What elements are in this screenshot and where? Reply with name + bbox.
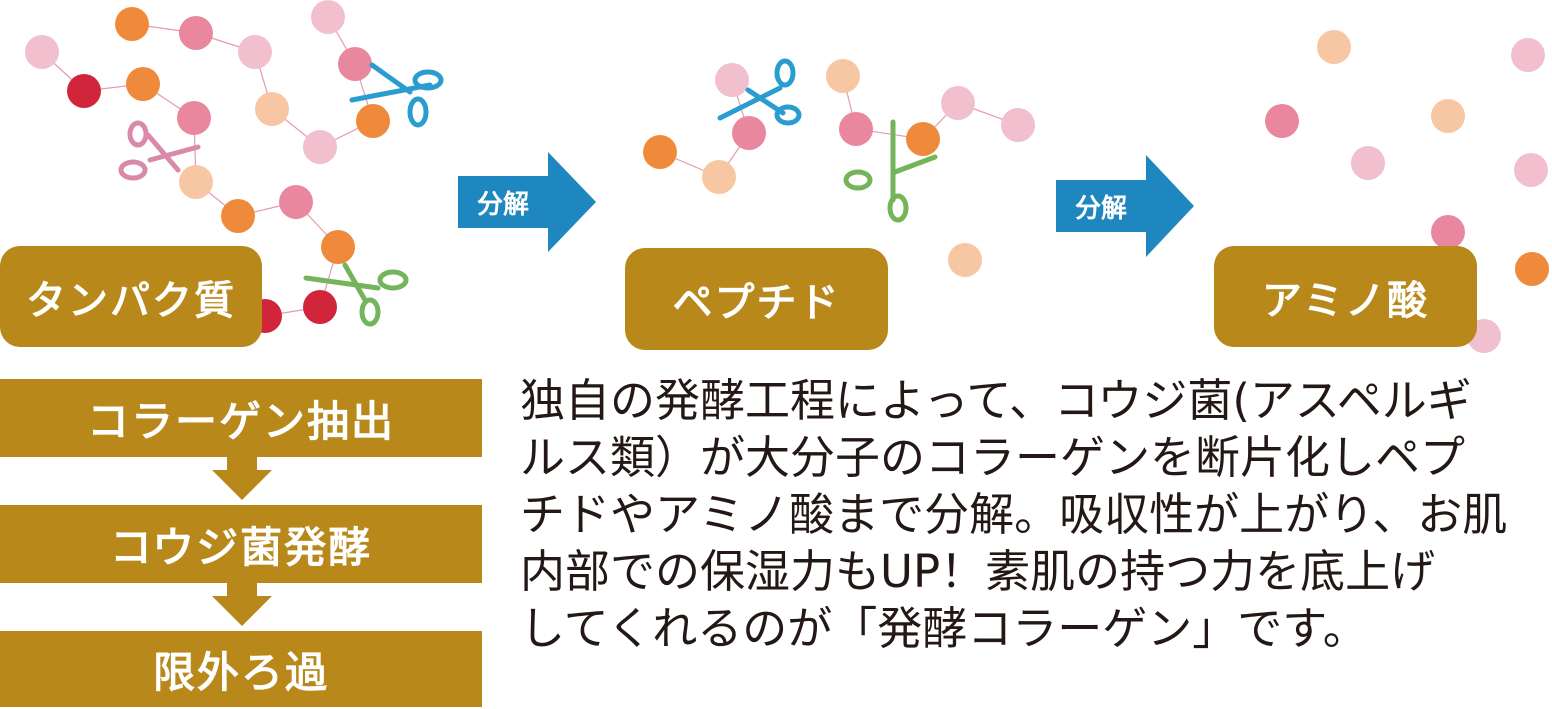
- description-line: ルス類）が大分子のコラーゲンを断片化しペプ: [520, 431, 1466, 484]
- flow-step-koji-fermentation: コウジ菌発酵: [0, 505, 482, 583]
- scissors-icon: [118, 58, 938, 327]
- arrow-label: 分解: [476, 189, 529, 220]
- description-line: チドやアミノ酸まで分解。吸収性が上がり、お肌: [520, 488, 1508, 541]
- flow-arrow-stem: [227, 457, 257, 471]
- flow-step-collagen-extraction: コラーゲン抽出: [0, 379, 482, 457]
- stage-protein: タンパク質: [0, 246, 262, 347]
- description-line: 独自の発酵工程によって、コウジ菌(アスペルギ: [520, 374, 1472, 427]
- flow-arrow-stem: [227, 583, 257, 597]
- flow-arrow-down-icon: [212, 596, 272, 626]
- arrow-label: 分解: [1074, 193, 1127, 224]
- decompose-arrow-1: 分解: [458, 152, 598, 252]
- description-line: してくれるのが「発酵コラーゲン」です。: [520, 602, 1368, 655]
- description: 独自の発酵工程によって、コウジ菌(アスペルギ ルス類）が大分子のコラーゲンを断片…: [520, 372, 1550, 657]
- flow-arrow-down-icon: [212, 470, 272, 500]
- stage-peptide: ペプチド: [625, 248, 888, 350]
- description-line: 内部での保湿力もUP！素肌の持つ力を底上げ: [520, 545, 1436, 598]
- decompose-arrow-2: 分解: [1056, 155, 1196, 257]
- flow-step-ultrafiltration: 限外ろ過: [0, 631, 482, 707]
- stage-amino-acid: アミノ酸: [1214, 246, 1477, 347]
